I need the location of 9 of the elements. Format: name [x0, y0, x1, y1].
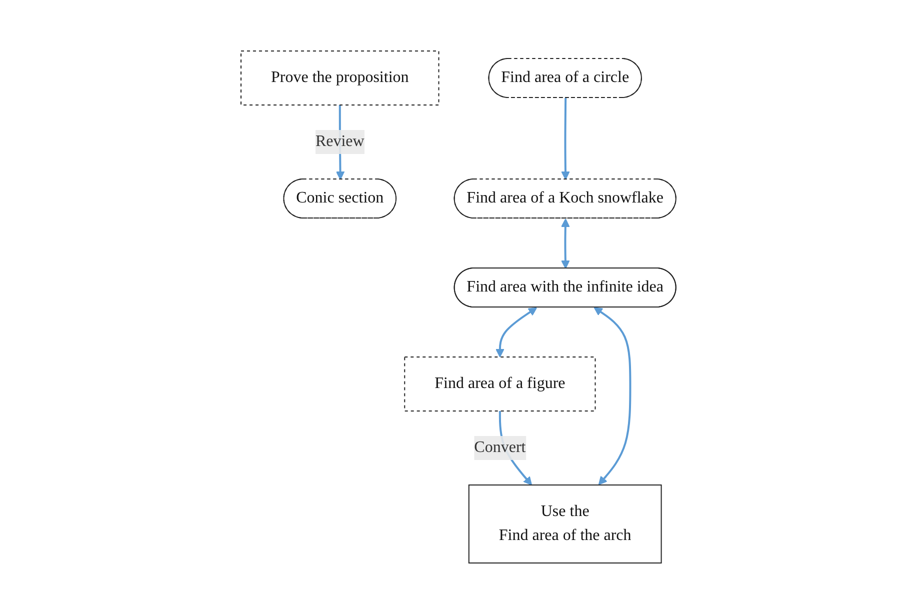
edge-label: Review	[316, 132, 364, 150]
arrow	[561, 218, 570, 268]
node-box: Prove the proposition	[240, 50, 440, 105]
arrow	[594, 306, 632, 485]
arrow	[496, 306, 538, 357]
node-box: Use the Find area of the arch	[468, 484, 662, 563]
edge-label: Convert	[474, 438, 526, 456]
node-box: Find area of a figure	[404, 356, 596, 411]
arrow	[561, 97, 570, 180]
